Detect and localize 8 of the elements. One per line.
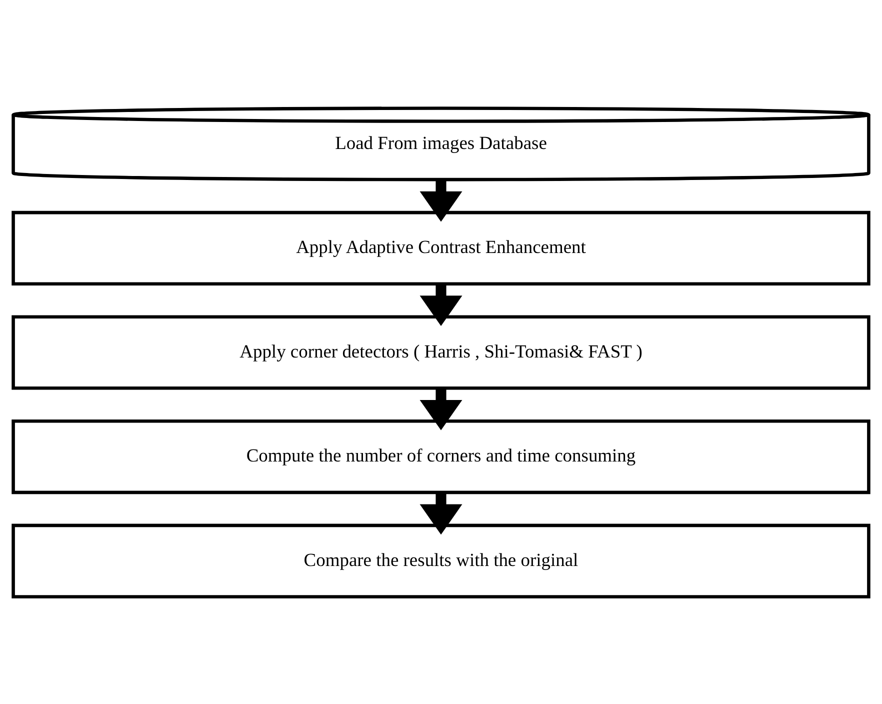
node-box: Compute the number of corners and time consuming — [12, 419, 870, 494]
node-box: Apply Adaptive Contrast Enhancement — [12, 210, 870, 285]
arrow — [420, 179, 462, 222]
node-box: Apply corner detectors ( Harris , Shi-Tomasi& FAST ) — [12, 314, 870, 390]
arrow — [420, 492, 462, 534]
arrow — [420, 388, 462, 430]
node-box: Compare the results with the original — [12, 523, 870, 598]
arrow — [420, 283, 462, 326]
